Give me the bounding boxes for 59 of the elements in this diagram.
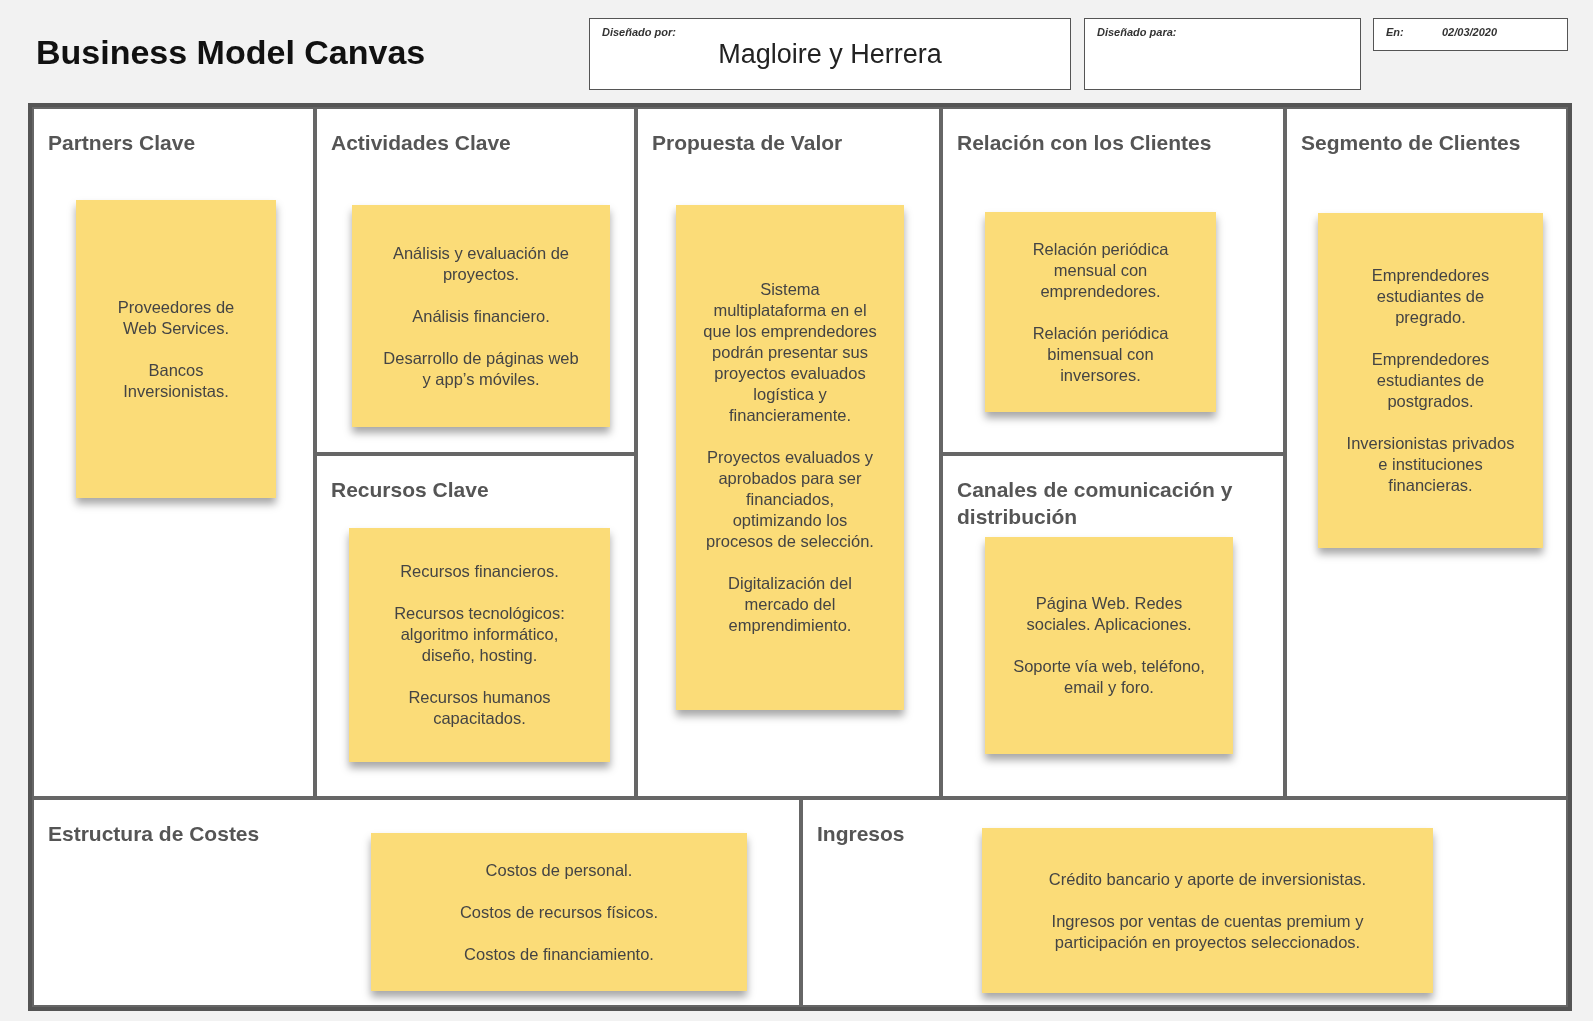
section-heading: Relación con los Clientes [957, 130, 1213, 156]
field-label: Diseñado por: [602, 26, 676, 38]
section-heading: Recursos Clave [331, 477, 490, 503]
note-text: Recursos humanos capacitados. [407, 687, 552, 729]
section-heading: Partners Clave [48, 130, 197, 156]
canvas-section [32, 798, 801, 1007]
canvas-section [315, 454, 636, 798]
note-text: Ingresos por ventas de cuentas premium y participación en proyectos seleccionados. [1050, 910, 1365, 953]
section-heading: Segmento de Clientes [1301, 130, 1522, 156]
note-text: Sistema multiplataforma en el que los emprendedores podrán presentar sus proyectos evaluados logística y financieramente. [702, 279, 878, 426]
note-text: Análisis financiero. [412, 305, 550, 327]
note-text: Proveedores de Web Services. [116, 296, 236, 339]
note-text: Digitalización del mercado del emprendimiento. [727, 573, 853, 636]
canvas-section [315, 107, 636, 454]
note-text: Bancos Inversionistas. [122, 359, 230, 402]
canvas-section [941, 107, 1285, 454]
canvas-section [801, 798, 1568, 1007]
field-label: Diseñado para: [1097, 26, 1177, 38]
note-text: Página Web. Redes sociales. Aplicaciones. [1025, 593, 1193, 635]
section-heading: Estructura de Costes [48, 821, 261, 847]
note-text: Inversionistas privados e instituciones financieras. [1345, 433, 1516, 496]
sticky-note [982, 828, 1433, 993]
section-heading: Actividades Clave [331, 130, 512, 156]
canvas-section [636, 107, 941, 798]
note-text: Costos de personal. [485, 859, 633, 881]
note-text: Recursos tecnológicos: algoritmo informático, diseño, hosting. [393, 603, 566, 666]
note-text: Soporte vía web, teléfono, email y foro. [1012, 656, 1206, 698]
sticky-note [1318, 213, 1543, 548]
note-text: Proyectos evaluados y aprobados para ser financiados, optimizando los procesos de selección. [705, 447, 875, 552]
sticky-note [76, 200, 276, 498]
note-text: Recursos financieros. [400, 561, 559, 582]
canvas-section [1285, 107, 1568, 798]
note-text: Relación periódica mensual con emprendedores. [1031, 238, 1170, 302]
section-heading: Propuesta de Valor [652, 130, 844, 156]
sticky-note [676, 205, 904, 710]
section-heading: Ingresos [817, 821, 906, 847]
header-field [589, 18, 1071, 90]
note-text: Desarrollo de páginas web y app’s móviles. [382, 347, 580, 390]
note-text: Relación periódica bimensual con inversores. [1031, 322, 1170, 386]
canvas-section [941, 454, 1285, 798]
sticky-note [349, 528, 610, 762]
note-text: Costos de recursos físicos. [459, 901, 659, 923]
note-text: Análisis y evaluación de proyectos. [391, 242, 571, 285]
field-value: Magloire y Herrera [717, 39, 943, 70]
canvas-title: Business Model Canvas [36, 33, 426, 72]
header-field [1084, 18, 1361, 90]
field-value: 02/03/2020 [1442, 26, 1498, 38]
field-label: En: [1386, 26, 1404, 38]
note-text: Costos de financiamiento. [464, 943, 654, 965]
note-text: Emprendedores estudiantes de pregrado. [1370, 265, 1491, 328]
sticky-note [371, 833, 747, 991]
sticky-note [352, 205, 610, 427]
date-field [1373, 18, 1568, 51]
canvas-section [32, 107, 315, 798]
section-heading: Canales de comunicación y distribución [957, 477, 1234, 530]
sticky-note [985, 212, 1216, 412]
note-text: Crédito bancario y aporte de inversionistas. [1048, 868, 1367, 890]
sticky-note [985, 537, 1233, 754]
note-text: Emprendedores estudiantes de postgrados. [1370, 349, 1491, 412]
